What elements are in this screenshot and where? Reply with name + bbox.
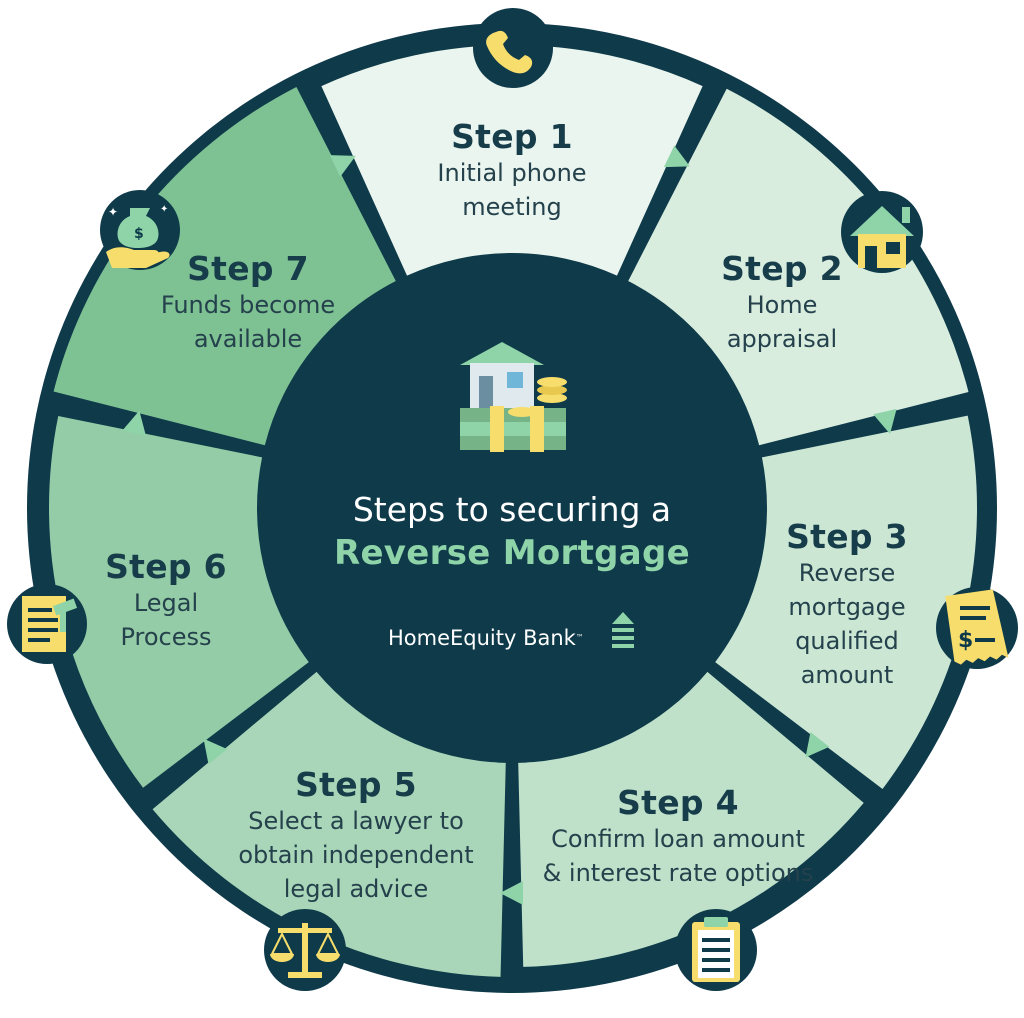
svg-text:✦: ✦	[108, 205, 118, 219]
step-segment	[628, 88, 969, 446]
center-highlight: Reverse Mortgage	[333, 533, 691, 573]
center-title: Steps to securing a	[352, 490, 672, 529]
step-2-label: Step 2 Home appraisal	[662, 250, 902, 356]
step-6-label: Step 6 Legal Process	[76, 548, 256, 654]
svg-text:$: $	[134, 226, 144, 242]
house-icon	[841, 191, 923, 273]
step-1-description: Initial phone meeting	[437, 159, 587, 221]
step-2-title: Step 2	[721, 249, 843, 288]
brand-trademark: ™	[575, 633, 584, 642]
step-5-label: Step 5 Select a lawyer to obtain indepen…	[218, 766, 494, 906]
step-arrow-icon	[805, 731, 830, 758]
step-4-title: Step 4	[617, 783, 739, 822]
step-5-description: Select a lawyer to obtain independent le…	[238, 807, 474, 903]
step-segment	[53, 86, 396, 446]
brand-logo-icon	[612, 612, 634, 648]
step-arrow-icon	[663, 145, 690, 168]
step-3-label: Step 3 Reverse mortgage qualified amount	[740, 518, 954, 692]
step-6-description: Legal Process	[120, 589, 212, 651]
step-7-label: Step 7 Funds become available	[130, 250, 366, 356]
step-2-description: Home appraisal	[726, 291, 838, 353]
house-money-illustration	[460, 342, 567, 452]
step-arrow-icon	[329, 155, 356, 177]
legal-document-icon	[7, 584, 87, 664]
receipt-icon: $	[936, 587, 1018, 669]
step-6-title: Step 6	[105, 547, 227, 586]
step-segment	[518, 671, 864, 967]
step-arrows	[122, 145, 897, 905]
step-arrow-icon	[500, 881, 523, 905]
center-circle	[262, 258, 762, 758]
step-segments	[49, 45, 977, 977]
step-arrow-icon	[122, 410, 146, 436]
step-3-title: Step 3	[786, 517, 908, 556]
step-7-title: Step 7	[187, 249, 309, 288]
step-5-title: Step 5	[295, 765, 417, 804]
money-bag-hand-icon: $ ✦ ✦	[100, 190, 180, 270]
step-4-description: Confirm loan amount & interest rate opti…	[542, 825, 814, 887]
scales-icon	[264, 909, 346, 991]
step-1-label: Step 1 Initial phone meeting	[400, 118, 624, 224]
step-segment	[715, 415, 977, 789]
step-segment	[152, 671, 506, 977]
brand-text: HomeEquity Bank	[388, 626, 576, 650]
step-segment	[49, 416, 309, 788]
brand-name: HomeEquity Bank™	[388, 624, 608, 652]
phone-icon	[473, 8, 553, 88]
svg-text:✦: ✦	[160, 204, 168, 215]
step-4-label: Step 4 Confirm loan amount & interest ra…	[530, 784, 826, 890]
step-1-title: Step 1	[451, 117, 573, 156]
step-segment	[321, 45, 703, 276]
step-arrow-icon	[873, 408, 897, 435]
clipboard-icon	[675, 909, 757, 991]
step-7-description: Funds become available	[160, 291, 336, 353]
step-3-description: Reverse mortgage qualified amount	[788, 559, 906, 689]
svg-text:$: $	[958, 628, 973, 653]
step-arrow-icon	[203, 738, 228, 765]
